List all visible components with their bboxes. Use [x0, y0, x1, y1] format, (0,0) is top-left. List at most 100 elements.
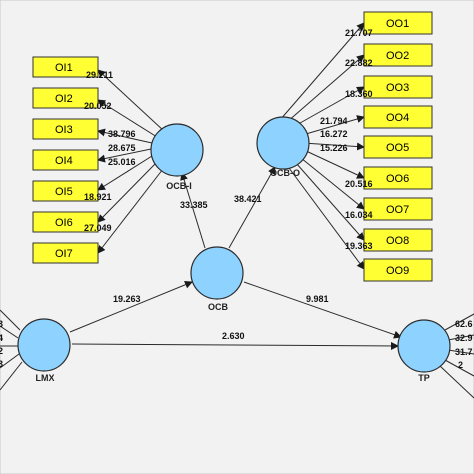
- tp-loading-value: 2: [458, 360, 463, 370]
- indicator-label: OI1: [55, 62, 73, 74]
- indicator-oo2[interactable]: OO2: [363, 43, 433, 67]
- latent-ocb-o[interactable]: OCB-O: [256, 116, 310, 178]
- loading-line-oo5: [302, 142, 365, 151]
- indicator-label: OI2: [55, 93, 73, 105]
- lmx-loading-labels: 3 4 2 3: [0, 319, 3, 369]
- indicator-oo9[interactable]: OO9: [363, 258, 433, 282]
- tp-loading-labels: 62.6 32.9 31.7 2: [455, 319, 473, 370]
- path-ocb-to-tp: [243, 281, 402, 339]
- path-lmx-to-tp: [71, 341, 399, 350]
- lmx-loading-value: 4: [0, 333, 3, 343]
- latent-label: TP: [418, 373, 430, 383]
- lmx-loading-value: 2: [0, 346, 3, 356]
- path-ocb-to-ocb-o: [228, 166, 276, 249]
- indicator-oo4[interactable]: OO4: [363, 105, 433, 129]
- indicator-label: OI5: [55, 186, 73, 198]
- lmx-loadings: [0, 309, 23, 391]
- loading-value: 16.034: [345, 210, 373, 220]
- loading-value: 16.272: [320, 129, 348, 139]
- latent-label: OCB-O: [270, 168, 300, 178]
- indicator-label: OO5: [386, 142, 409, 154]
- indicator-oo5[interactable]: OO5: [363, 135, 433, 159]
- path-coef-ocb-to-ocb-o: 38.421: [234, 194, 262, 204]
- loading-line-oo2: [286, 54, 365, 123]
- path-coef-lmx-to-ocb: 19.263: [113, 294, 141, 304]
- loading-line-oi7: [97, 168, 164, 254]
- indicator-label: OO2: [386, 50, 409, 62]
- loading-value: 28.675: [108, 143, 136, 153]
- loading-value: 38.796: [108, 129, 136, 139]
- loading-line-oo8: [295, 162, 365, 241]
- loading-line-oo4: [298, 115, 365, 137]
- tp-loading-value: 32.9: [455, 333, 473, 343]
- latent-label: LMX: [36, 373, 55, 383]
- lmx-loading-line: [0, 325, 19, 339]
- loading-line-oi5: [97, 155, 153, 191]
- indicator-label: OO8: [386, 235, 409, 247]
- tp-loadings: [439, 313, 474, 399]
- indicator-oo7[interactable]: OO7: [363, 197, 433, 221]
- latent-ocb-i[interactable]: OCB-I: [150, 123, 204, 191]
- ocb-i-indicators: OI1 OI2 OI3 OI4 OI5 OI6 OI7: [32, 56, 99, 264]
- structural-paths: [69, 166, 402, 350]
- path-ocb-to-ocb-i: [180, 172, 206, 249]
- loading-value: 18.360: [345, 89, 373, 99]
- indicator-label: OI6: [55, 217, 73, 229]
- loading-value: 29.211: [86, 70, 113, 80]
- loading-value: 19.363: [345, 241, 373, 251]
- ocb-i-loading-labels: 29.211 20.052 38.796 28.675 25.016 18.92…: [84, 70, 136, 233]
- path-coef-ocb-to-ocb-i: 33.385: [180, 200, 208, 210]
- lmx-loading-value: 3: [0, 359, 3, 369]
- latent-label: OCB-I: [166, 181, 192, 191]
- loading-line-oi1: [97, 69, 165, 132]
- path-coef-lmx-to-tp: 2.630: [222, 331, 245, 341]
- loading-value: 18.921: [84, 192, 112, 202]
- tp-loading-line: [447, 349, 474, 355]
- tp-loading-value: 62.6: [455, 319, 473, 329]
- lmx-loading-value: 3: [0, 319, 3, 329]
- indicator-label: OI4: [55, 155, 73, 167]
- ocb-o-indicators: OO1 OO2 OO3 OO4 OO5 OO6 OO7 OO8: [363, 11, 433, 282]
- lmx-loading-line: [0, 353, 20, 369]
- ocb-o-loadings: [279, 22, 365, 270]
- loading-line-oi3: [97, 128, 153, 144]
- loading-line-oi4: [97, 148, 152, 163]
- path-coef-ocb-to-tp: 9.981: [306, 294, 329, 304]
- path-lmx-to-ocb: [69, 280, 193, 333]
- indicator-oi6[interactable]: OI6: [32, 211, 99, 233]
- indicator-oi3[interactable]: OI3: [32, 118, 99, 140]
- loading-value: 22.882: [345, 58, 373, 68]
- latent-ocb[interactable]: OCB: [190, 246, 244, 312]
- indicator-label: OI7: [55, 248, 73, 260]
- latent-lmx[interactable]: LMX: [17, 318, 71, 383]
- indicator-oo8[interactable]: OO8: [363, 228, 433, 252]
- indicator-label: OO4: [386, 112, 409, 124]
- loading-line-oo1: [279, 22, 365, 121]
- loading-value: 21.707: [345, 28, 373, 38]
- indicator-oi4[interactable]: OI4: [32, 149, 99, 171]
- loading-value: 20.516: [345, 179, 373, 189]
- indicator-label: OI3: [55, 124, 73, 136]
- tp-loading-line: [444, 359, 474, 377]
- latent-label: OCB: [208, 302, 229, 312]
- indicator-oo1[interactable]: OO1: [363, 11, 433, 35]
- indicator-oi1[interactable]: OI1: [32, 56, 99, 78]
- loading-line-oo6: [303, 149, 365, 179]
- indicator-oi7[interactable]: OI7: [32, 242, 99, 264]
- indicator-oo3[interactable]: OO3: [363, 75, 433, 99]
- indicator-oi5[interactable]: OI5: [32, 180, 99, 202]
- indicator-label: OO1: [386, 18, 409, 30]
- loading-line-oo9: [288, 167, 365, 270]
- ocb-o-loading-labels: 21.707 22.882 18.360 21.794 16.272 15.22…: [320, 28, 373, 251]
- tp-loading-line: [447, 334, 474, 341]
- indicator-oi2[interactable]: OI2: [32, 87, 99, 109]
- tp-loading-line: [439, 365, 474, 399]
- ocb-i-loadings: [97, 69, 165, 254]
- loading-value: 21.794: [320, 116, 348, 126]
- loading-value: 20.052: [84, 101, 112, 111]
- indicator-oo6[interactable]: OO6: [363, 166, 433, 190]
- indicator-label: OO6: [386, 173, 409, 185]
- latent-tp[interactable]: TP: [397, 319, 451, 383]
- loading-line-oi6: [97, 162, 157, 223]
